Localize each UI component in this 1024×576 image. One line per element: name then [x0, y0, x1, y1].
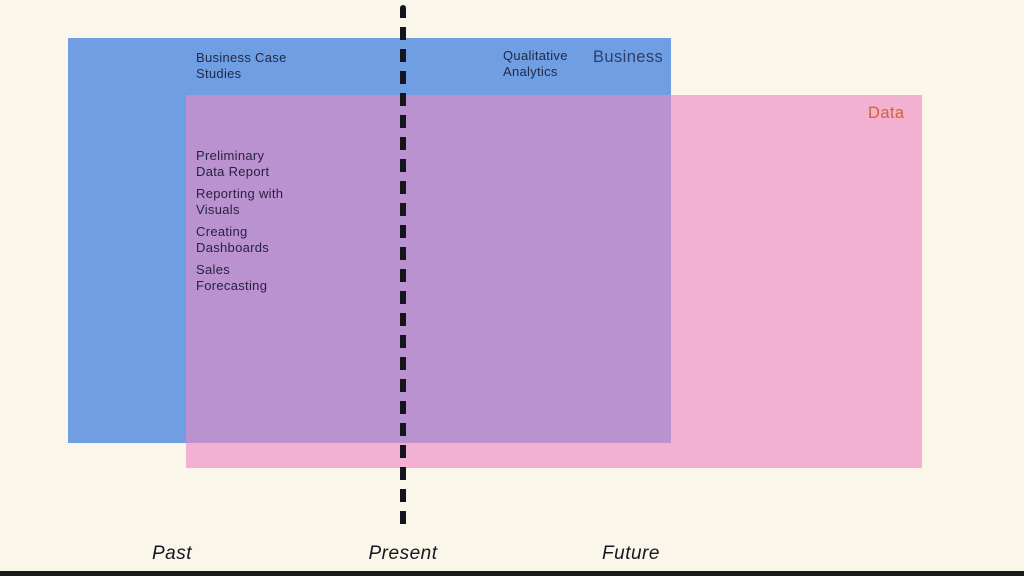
- bottom-edge-bar: [0, 571, 1024, 576]
- timeline-label-present: Present: [368, 543, 438, 564]
- overlap-items-list: Preliminary Data Report Reporting with V…: [196, 148, 336, 300]
- item-sales-forecasting: Sales Forecasting: [196, 262, 268, 293]
- item-creating-dashboards: Creating Dashboards: [196, 224, 270, 255]
- item-preliminary-data-report: Preliminary Data Report: [196, 148, 270, 179]
- timeline-label-future: Future: [602, 543, 660, 564]
- item-business-case-studies: Business Case Studies: [196, 50, 287, 81]
- overlap-region-rectangle: [186, 95, 671, 443]
- present-divider-dashed-line: [400, 5, 406, 533]
- data-region-label: Data: [868, 104, 905, 122]
- timeline-label-past: Past: [151, 543, 193, 564]
- item-reporting-with-visuals: Reporting with Visuals: [196, 186, 284, 217]
- item-qualitative-analytics: Qualitative Analytics: [503, 48, 568, 79]
- business-region-label: Business: [593, 48, 664, 66]
